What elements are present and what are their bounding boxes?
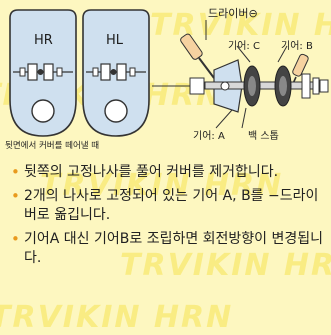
screwdriver-icon	[180, 33, 215, 79]
instruction-item: 기어A 대신 기어B로 조립하면 회전방향이 변경됩니다.	[10, 230, 328, 268]
gear-a-label: 기어: A	[193, 131, 225, 142]
back-stop-label: 백 스톱	[248, 131, 279, 142]
reel-diagram-svg	[9, 9, 329, 137]
gear-c-label: 기어: C	[228, 41, 260, 52]
instruction-list: 뒷쪽의 고정나사를 풀어 커버를 제거합니다. 2개의 나사로 고정되어 있는 …	[10, 163, 328, 273]
cover-hr-label: HR	[34, 33, 53, 48]
screwdriver-label: 드라이버⊖	[208, 7, 258, 20]
cover-hl-label: HL	[106, 33, 124, 48]
reel-diagram: 드라이버⊖ 기어: C 기어: B 기어: A 백 스톱 HR HL 뒷면에서 …	[0, 0, 331, 160]
cover-hr-icon	[9, 9, 77, 137]
instruction-item: 2개의 나사로 고정되어 있는 기어 A, B를 −드라이버로 옮깁니다.	[10, 187, 328, 225]
watermark-text: TRVIKIN HRN	[0, 300, 234, 335]
figure-caption: 뒷면에서 커버를 떼어낼 때	[5, 141, 100, 151]
gear-assembly-icon	[152, 20, 329, 129]
cover-hl-icon	[82, 9, 150, 137]
instruction-item: 뒷쪽의 고정나사를 풀어 커버를 제거합니다.	[10, 163, 328, 182]
gear-b-label: 기어: B	[281, 41, 313, 52]
